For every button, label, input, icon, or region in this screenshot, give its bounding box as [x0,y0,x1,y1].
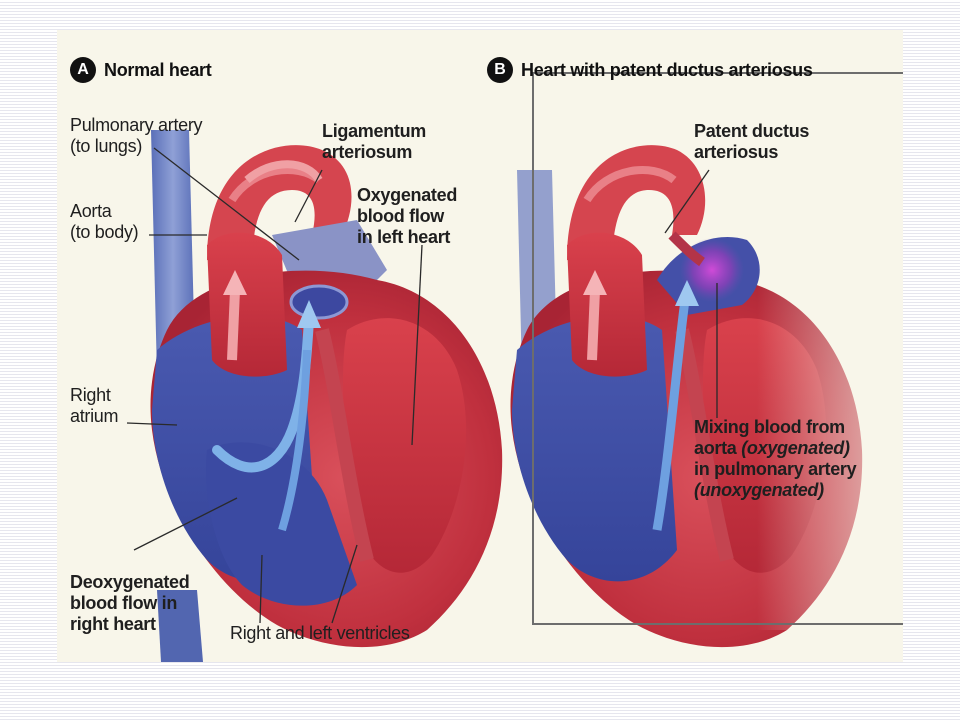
blue-flow-arrowhead [297,300,321,328]
red-flow-arrowhead [223,270,247,295]
pda-aortic-arch-highlight [583,165,677,203]
label-right-atrium: Right atrium [70,385,119,426]
label-oxygenated-flow: Oxygenated blood flow in left heart [357,185,458,247]
panel-b-title-text: Heart with patent ductus arteriosus [521,59,813,80]
pulmonary-valve-shape [289,284,349,320]
label-patent-ductus: Patent ductus arteriosus [694,121,810,162]
normal-heart-illustration [126,130,503,662]
pda-right-heart-shape [512,316,677,582]
inferior-vena-cava-shape [157,590,203,662]
panel-a-title: A Normal heart [70,57,212,83]
pda-blue-flow-arrow [652,299,690,531]
red-flow-arrow [227,289,240,361]
blue-flow-arrow-2 [278,349,311,532]
label-pulmonary-artery: Pulmonary artery (to lungs) [70,115,203,156]
pda-red-flow-arrow [587,289,600,361]
pda-red-arrowhead [583,270,607,295]
label-aorta: Aorta (to body) [70,201,139,242]
label-deoxygenated-flow: Deoxygenated blood flow in right heart [70,572,190,634]
pda-blue-arrowhead [675,280,699,306]
label-ligamentum-arteriosum: Ligamentum arteriosum [322,121,427,162]
septum-shape [315,328,374,562]
pda-septum-shape [675,328,734,562]
diagram-slide: A Normal heart B Heart with patent ductu… [57,30,903,662]
left-atrium-shape [207,232,287,377]
panel-b-badge: B [487,57,513,83]
panel-b-title: B Heart with patent ductus arteriosus [487,57,813,83]
aortic-flow-arrow [244,160,323,184]
panel-a-badge: A [70,57,96,83]
pda-heart-illustration [510,145,903,648]
heart-illustrations [126,130,903,662]
panel-a-title-text: Normal heart [104,59,212,80]
label-mixing-blood: Mixing blood from aorta (oxygenated) in … [694,417,857,500]
pda-left-atrium-shape [567,232,647,377]
pda-duct-shape [668,231,705,267]
label-ventricles: Right and left ventricles [230,623,410,643]
left-ventricle-shape [342,318,467,573]
